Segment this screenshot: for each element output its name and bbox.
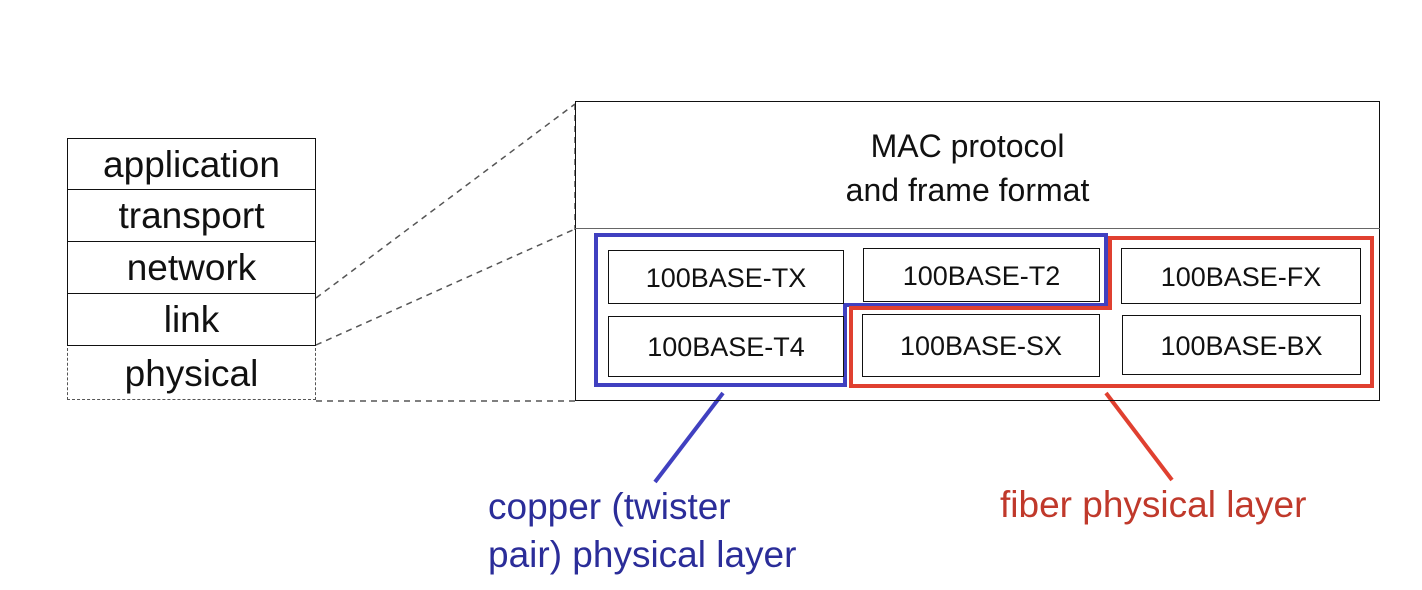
fiber-pointer-line bbox=[1104, 391, 1174, 482]
fiber-caption: fiber physical layer bbox=[1000, 481, 1306, 529]
zoom-line-top bbox=[315, 103, 576, 299]
copper-group-outline bbox=[594, 233, 1108, 387]
layer-network: network bbox=[67, 242, 316, 294]
mac-phy-divider bbox=[575, 228, 1380, 229]
mac-title-line1: MAC protocol bbox=[870, 128, 1065, 164]
phy-100base-t4: 100BASE-T4 bbox=[608, 316, 844, 377]
phy-100base-bx: 100BASE-BX bbox=[1122, 315, 1361, 375]
copper-caption-line1: copper (twister bbox=[488, 486, 731, 527]
mac-protocol-title: MAC protocol and frame format bbox=[575, 124, 1360, 212]
phy-100base-sx: 100BASE-SX bbox=[862, 314, 1100, 377]
copper-caption-line2: pair) physical layer bbox=[488, 534, 797, 575]
layer-transport: transport bbox=[67, 190, 316, 242]
fiber-caption-line1: fiber physical layer bbox=[1000, 484, 1307, 525]
protocol-stack: application transport network link physi… bbox=[67, 138, 316, 401]
fiber-group-outline bbox=[849, 236, 1374, 388]
layer-application: application bbox=[67, 138, 316, 190]
phy-100base-t2: 100BASE-T2 bbox=[863, 248, 1100, 302]
mac-title-line2: and frame format bbox=[845, 172, 1090, 208]
layer-physical: physical bbox=[67, 348, 316, 400]
link-layer-box bbox=[575, 101, 1380, 401]
copper-caption: copper (twister pair) physical layer bbox=[488, 483, 796, 579]
zoom-line-middle bbox=[315, 228, 576, 346]
phy-100base-fx: 100BASE-FX bbox=[1121, 248, 1361, 304]
phy-100base-tx: 100BASE-TX bbox=[608, 250, 844, 304]
layer-link: link bbox=[67, 294, 316, 346]
copper-pointer-line bbox=[653, 391, 725, 484]
